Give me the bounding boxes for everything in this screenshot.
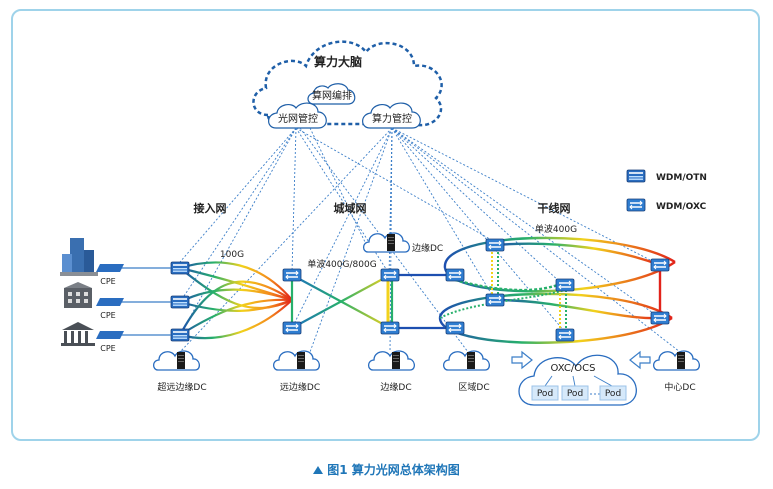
caption-text: 图1 算力光网总体架构图 — [327, 463, 460, 477]
center-dc-icon — [652, 350, 701, 371]
edge-dc-top-label: 边缘DC — [412, 242, 443, 254]
bank-building-icon — [61, 322, 95, 346]
ultra-far-edge-dc-icon — [152, 350, 201, 371]
backbone-node-1 — [485, 238, 505, 252]
regional-dc-label: 区域DC — [458, 381, 489, 393]
cpe-label-3: CPE — [100, 344, 115, 353]
access-node-2 — [170, 295, 190, 309]
backbone-node-8 — [555, 328, 575, 342]
pod-label-3: Pod — [605, 389, 621, 399]
backbone-node-2 — [445, 268, 465, 282]
compute-control-bubble — [362, 102, 421, 129]
legend-otn-icon — [626, 169, 646, 183]
edge-dc-top-icon — [362, 232, 411, 253]
optical-control-bubble — [268, 102, 327, 129]
diagram-frame — [11, 9, 760, 441]
backbone-node-6 — [650, 311, 670, 325]
pod-box-2 — [561, 385, 589, 401]
factory-building-icon — [64, 282, 92, 308]
compute-control-label: 算力管控 — [372, 112, 412, 125]
pod-label-1: Pod — [537, 389, 553, 399]
edge-dc-icon — [367, 350, 416, 371]
cloud-title: 算力大脑 — [314, 54, 362, 69]
access-rate-label: 100G — [220, 250, 244, 260]
legend-oxc-label: WDM/OXC — [656, 202, 707, 212]
oxc-cloud-title: OXC/OCS — [551, 363, 596, 374]
metro-node-3 — [380, 268, 400, 282]
legend-otn-label: WDM/OTN — [656, 173, 707, 183]
metro-rate-label: 单波400G/800G — [307, 258, 376, 270]
figure-caption: 图1 算力光网总体架构图 — [0, 461, 773, 478]
access-fibers — [179, 261, 293, 340]
center-dc-label: 中心DC — [664, 381, 695, 393]
office-building-icon — [60, 238, 98, 276]
regional-dc-icon — [442, 350, 491, 371]
optical-control-label: 光网管控 — [278, 112, 318, 125]
arrow-right-icon — [511, 350, 533, 370]
far-edge-dc-label: 远边缘DC — [280, 381, 320, 393]
pod-links — [544, 375, 613, 395]
backbone-rate-label: 单波400G — [535, 223, 577, 235]
pod-box-3 — [599, 385, 627, 401]
orchestrate-bubble — [307, 83, 356, 105]
pod-box-1 — [531, 385, 559, 401]
arrow-left-icon — [629, 350, 651, 370]
access-node-1 — [170, 261, 190, 275]
backbone-node-7 — [445, 321, 465, 335]
metro-fibers — [290, 273, 455, 330]
cpe-links — [120, 267, 171, 336]
backbone-node-4 — [555, 278, 575, 292]
pod-label-2: Pod — [567, 389, 583, 399]
metro-node-4 — [380, 321, 400, 335]
metro-node-2 — [282, 321, 302, 335]
edge-dc-label: 边缘DC — [380, 381, 411, 393]
far-edge-dc-icon — [272, 350, 321, 371]
backbone-node-3 — [485, 293, 505, 307]
access-node-3 — [170, 328, 190, 342]
legend-oxc-icon — [626, 198, 646, 212]
backbone-network-label: 干线网 — [538, 201, 571, 215]
orchestrate-label: 算网编排 — [312, 89, 352, 102]
metro-node-1 — [282, 268, 302, 282]
triangle-icon — [313, 466, 324, 474]
ultra-far-edge-dc-label: 超远边缘DC — [157, 381, 206, 393]
cpe-label-1: CPE — [100, 277, 115, 286]
metro-network-label: 城域网 — [334, 201, 367, 215]
cpe-label-2: CPE — [100, 311, 115, 320]
backbone-node-5 — [650, 258, 670, 272]
access-network-label: 接入网 — [194, 201, 227, 215]
control-links — [179, 127, 681, 353]
cpe-router-icons — [96, 264, 124, 339]
